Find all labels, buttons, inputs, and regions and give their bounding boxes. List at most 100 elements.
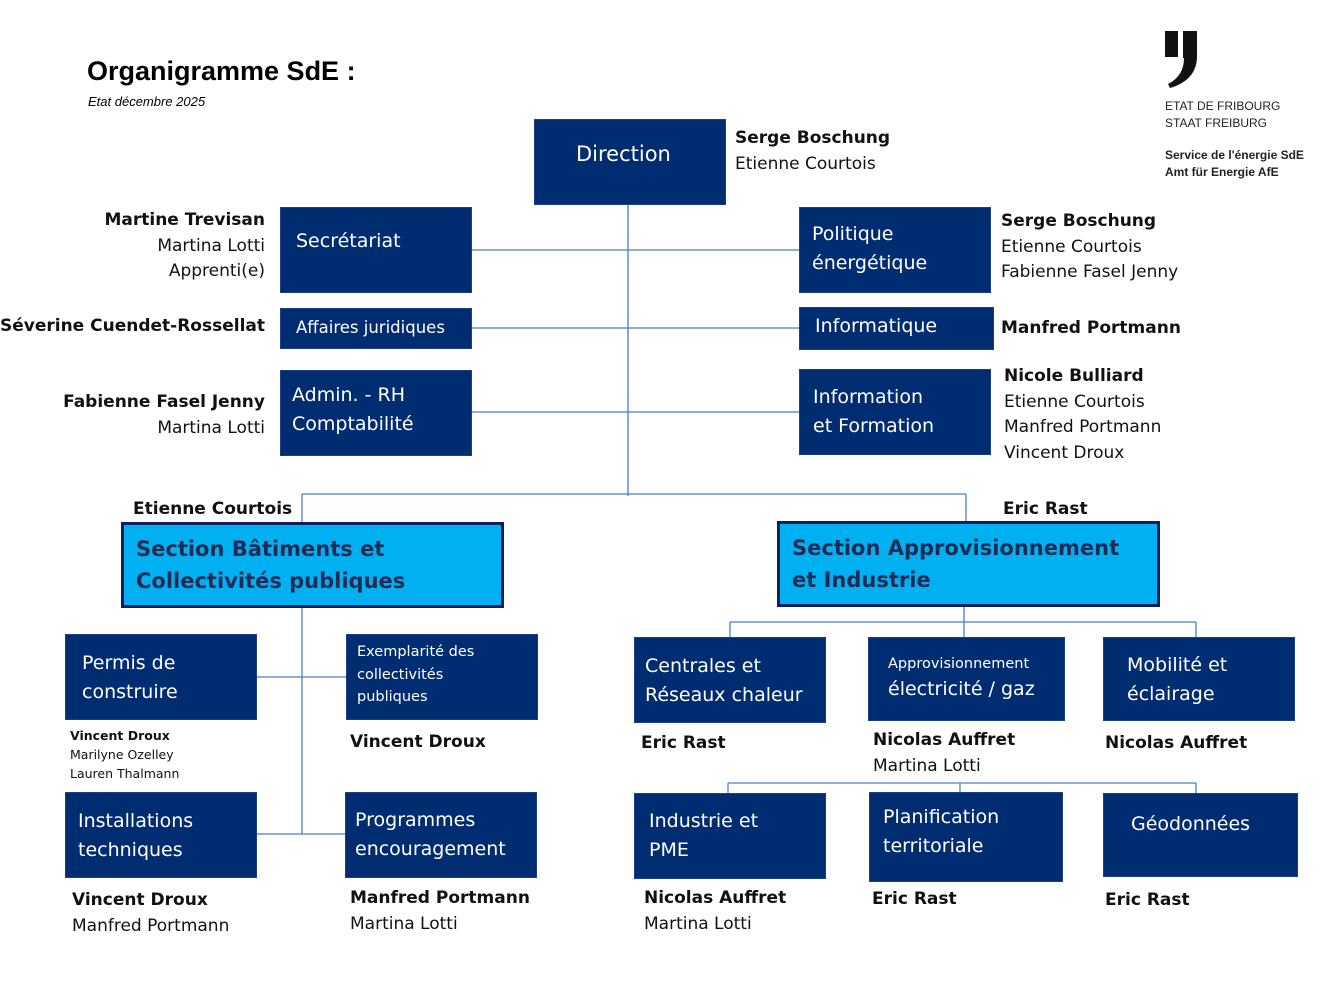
unit-label: Géodonnées [1131, 813, 1251, 835]
section-label-line-2: et Industrie [792, 568, 931, 592]
person-head: Eric Rast [1105, 890, 1190, 910]
person-head: Eric Rast [1003, 499, 1088, 519]
person-head: Serge Boschung [735, 128, 891, 148]
people-informatique: Manfred Portmann [1001, 316, 1181, 342]
unit-geodonnees: Géodonnées [1103, 793, 1298, 877]
people-permis-construire: Vincent Droux Marilyne Ozelley Lauren Th… [70, 726, 179, 783]
section-approvisionnement-head: Eric Rast [1003, 497, 1088, 523]
unit-secretariat: Secrétariat [280, 207, 472, 293]
people-admin-rh: Fabienne Fasel Jenny Martina Lotti [63, 390, 265, 441]
fribourg-logo-mark [1165, 31, 1197, 88]
unit-label: Affaires juridiques [296, 318, 445, 337]
logo-line-1: ETAT DE FRIBOURG [1165, 99, 1281, 113]
unit-label-line-1: Industrie et [649, 810, 759, 832]
section-label-line-1: Section Approvisionnement [792, 536, 1120, 560]
unit-label-line-2: encouragement [355, 838, 506, 860]
unit-direction: Direction [534, 119, 726, 205]
unit-label-line-1: Programmes [355, 809, 476, 831]
unit-label-line-2: Comptabilité [292, 413, 414, 435]
unit-label-line-2: construire [82, 681, 178, 703]
people-installations-techniques: Vincent Droux Manfred Portmann [72, 888, 229, 939]
person-head: Nicolas Auffret [1105, 733, 1248, 753]
person-head: Eric Rast [872, 889, 957, 909]
unit-mobilite-eclairage: Mobilité et éclairage [1103, 637, 1295, 721]
person: Apprenti(e) [168, 261, 265, 281]
person-head: Manfred Portmann [350, 888, 530, 908]
person: Martina Lotti [644, 913, 752, 934]
people-approvisionnement-electricite: Nicolas Auffret Martina Lotti [873, 728, 1015, 779]
unit-label-line-1: Mobilité et [1127, 654, 1228, 676]
person: Etienne Courtois [1004, 391, 1145, 412]
people-direction: Serge Boschung Etienne Courtois [735, 126, 890, 177]
person-head: Nicolas Auffret [644, 888, 787, 908]
unit-centrales-reseaux: Centrales et Réseaux chaleur [634, 637, 826, 723]
unit-information-formation: Information et Formation [799, 369, 991, 455]
person: Etienne Courtois [1001, 236, 1142, 257]
person: Fabienne Fasel Jenny [1001, 262, 1179, 282]
person-head: Vincent Droux [70, 728, 170, 743]
unit-label-line-1: Centrales et [645, 655, 761, 677]
unit-label: Direction [576, 142, 671, 166]
people-politique-energetique: Serge Boschung Etienne Courtois Fabienne… [1001, 209, 1178, 286]
unit-permis-construire: Permis de construire [65, 634, 257, 720]
person-head: Serge Boschung [1001, 211, 1157, 231]
unit-admin-rh: Admin. - RH Comptabilité [280, 370, 472, 456]
unit-label-line-2: et Formation [813, 415, 935, 437]
unit-planification-territoriale: Planification territoriale [869, 792, 1063, 882]
unit-label-line-2: éclairage [1127, 683, 1215, 705]
people-exemplarite: Vincent Droux [350, 730, 486, 756]
section-batiments-head: Etienne Courtois [133, 497, 292, 523]
people-mobilite-eclairage: Nicolas Auffret [1105, 731, 1247, 757]
unit-label-line-2: électricité / gaz [888, 678, 1035, 700]
person-head: Nicolas Auffret [873, 730, 1016, 750]
unit-label: Informatique [815, 315, 938, 337]
person-head: Martine Trevisan [104, 210, 265, 230]
unit-label-line-2: territoriale [883, 835, 984, 857]
unit-industrie-pme: Industrie et PME [634, 793, 826, 879]
section-batiments: Section Bâtiments et Collectivités publi… [121, 522, 504, 608]
person-head: Etienne Courtois [133, 499, 293, 519]
person: Martina Lotti [157, 235, 265, 256]
page-title: Organigramme SdE : [87, 56, 356, 86]
unit-label-line-1: Installations [78, 810, 194, 832]
unit-label-line-2: Réseaux chaleur [645, 684, 803, 706]
unit-programmes-encouragement: Programmes encouragement [345, 792, 537, 878]
section-approvisionnement: Section Approvisionnement et Industrie [777, 521, 1160, 607]
person: Manfred Portmann [1004, 417, 1162, 437]
unit-label-line-2: énergétique [812, 252, 928, 274]
people-centrales-reseaux: Eric Rast [641, 731, 726, 757]
unit-label-line-1: Admin. - RH [292, 384, 406, 406]
logo-line-4: Amt für Energie AfE [1165, 165, 1279, 179]
people-planification-territoriale: Eric Rast [872, 887, 957, 913]
unit-label-line-1: Permis de [82, 652, 176, 674]
person: Etienne Courtois [735, 153, 876, 174]
unit-label-line-1: Exemplarité des [357, 644, 475, 660]
unit-affaires-juridiques: Affaires juridiques [280, 308, 472, 349]
logo-line-3: Service de l'énergie SdE [1165, 148, 1304, 162]
unit-informatique: Informatique [799, 307, 994, 350]
person: Martina Lotti [873, 755, 981, 776]
person: Manfred Portmann [72, 915, 230, 936]
person-head: Manfred Portmann [1001, 318, 1181, 338]
person-head: Vincent Droux [350, 732, 486, 752]
people-industrie-pme: Nicolas Auffret Martina Lotti [644, 886, 786, 937]
person: Martina Lotti [157, 417, 265, 438]
people-information-formation: Nicole Bulliard Etienne Courtois Manfred… [1004, 364, 1161, 466]
unit-exemplarite: Exemplarité des collectivités publiques [346, 634, 538, 720]
section-label-line-2: Collectivités publiques [136, 569, 406, 593]
person-head: Nicole Bulliard [1004, 366, 1144, 386]
page-subtitle: Etat décembre 2025 [88, 94, 206, 109]
unit-label-line-2: PME [649, 839, 689, 861]
unit-label-line-1: Politique [812, 223, 894, 245]
person-head: Fabienne Fasel Jenny [63, 392, 265, 412]
unit-label-line-2: collectivités [357, 666, 444, 683]
unit-approvisionnement-electricite: Approvisionnement électricité / gaz [868, 637, 1065, 721]
person-head: Eric Rast [641, 733, 726, 753]
person: Marilyne Ozelley [70, 747, 174, 762]
people-geodonnees: Eric Rast [1105, 888, 1190, 914]
person: Vincent Droux [1004, 442, 1125, 463]
people-programmes-encouragement: Manfred Portmann Martina Lotti [350, 886, 530, 937]
unit-label-line-3: publiques [357, 689, 428, 705]
unit-label-line-1: Planification [883, 806, 1000, 828]
